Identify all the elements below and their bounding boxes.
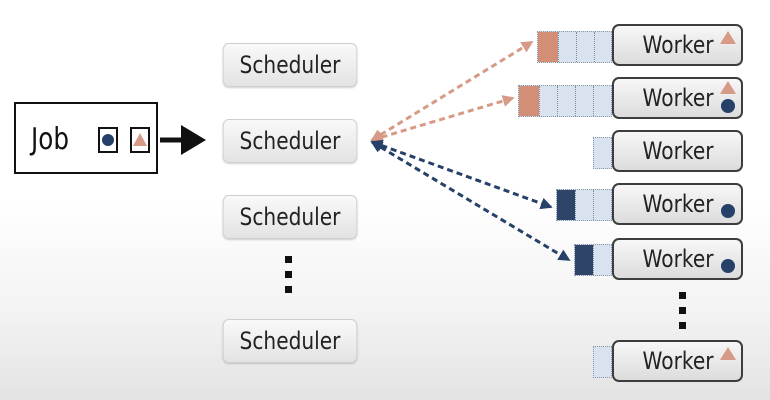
worker-4: Worker <box>612 183 743 225</box>
worker-ellipsis <box>679 292 687 337</box>
worker-6-label: Worker <box>642 347 714 375</box>
scheduler-ellipsis <box>285 256 293 301</box>
probe-arrow-worker-5 <box>370 140 571 262</box>
worker-2-label: Worker <box>642 84 714 112</box>
worker-4-label: Worker <box>642 190 714 218</box>
worker-3-label: Worker <box>642 137 714 165</box>
worker-queue-5 <box>574 244 612 276</box>
worker-1: Worker <box>612 24 743 66</box>
worker-6: Worker <box>612 340 743 382</box>
worker-1-triangle-icon <box>720 31 736 44</box>
worker-3: Worker <box>612 130 743 172</box>
worker-2-triangle-icon <box>720 81 736 94</box>
scheduler-3: Scheduler <box>222 195 358 239</box>
worker-queue-1 <box>537 31 612 63</box>
worker-2-circle-icon <box>721 99 735 113</box>
worker-queue-6 <box>593 346 612 378</box>
probe-arrow-worker-1 <box>370 40 534 142</box>
scheduler-2: Scheduler <box>222 119 358 163</box>
worker-6-triangle-icon <box>720 347 736 360</box>
job-task-triangle <box>130 127 150 153</box>
worker-5-label: Worker <box>642 245 714 273</box>
probe-arrow-worker-2 <box>370 95 515 143</box>
scheduler-1: Scheduler <box>222 43 358 87</box>
worker-5: Worker <box>612 238 743 280</box>
worker-4-circle-icon <box>721 204 735 218</box>
job-task-circle <box>98 127 118 153</box>
worker-1-label: Worker <box>642 31 714 59</box>
job-box: Job <box>14 102 158 174</box>
job-label: Job <box>31 121 69 157</box>
worker-2: Worker <box>612 77 743 119</box>
worker-queue-3 <box>593 137 612 169</box>
worker-5-circle-icon <box>721 259 735 273</box>
scheduler-4: Scheduler <box>222 319 358 363</box>
